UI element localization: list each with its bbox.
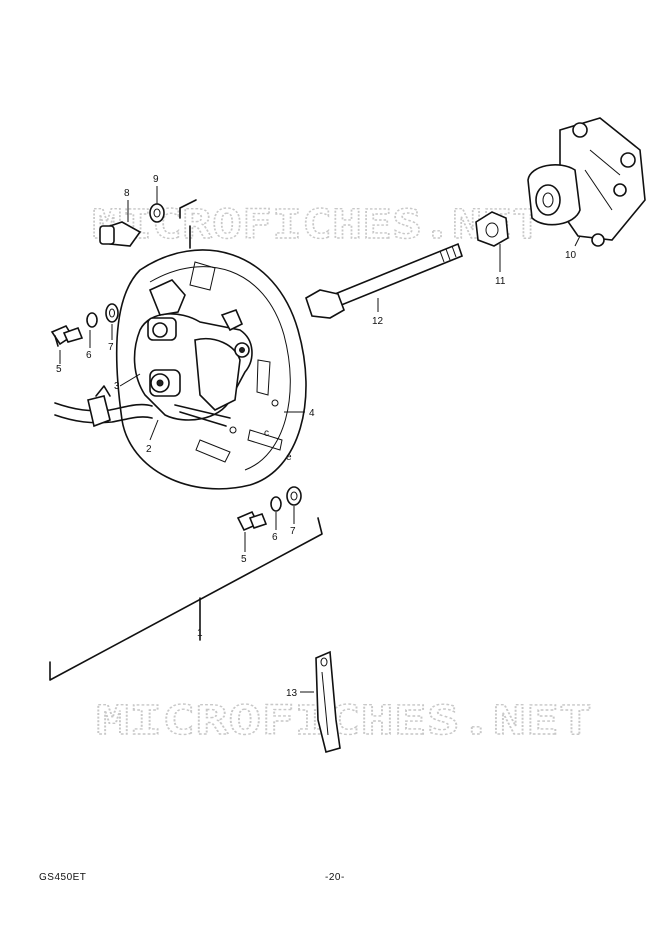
screw-set-left (50, 303, 119, 347)
callout-7-lower: 7 (290, 526, 296, 537)
watermark-bottom: MICROFICHES.NET (96, 698, 592, 744)
long-bolt-12 (305, 242, 463, 319)
callout-3: 3 (114, 381, 120, 392)
callout-8: 8 (124, 188, 130, 199)
part-letter-e: e (286, 452, 292, 463)
callout-1: 1 (197, 628, 203, 639)
callout-5-lower: 5 (241, 554, 247, 565)
hex-nut-11 (475, 211, 509, 247)
callout-2: 2 (146, 444, 152, 455)
callout-9: 9 (153, 174, 159, 185)
watermark-top: MICROFICHES.NET (92, 202, 542, 248)
assembly-bracket (49, 199, 323, 681)
callout-labels: 1 2 3 4 5 6 7 8 9 10 11 12 13 5 6 7 c e (56, 174, 577, 699)
leader-lines (59, 186, 581, 693)
model-code: GS450ET (39, 872, 87, 883)
callout-7-left: 7 (108, 342, 114, 353)
page-number: -20- (325, 872, 345, 883)
screw-set-lower (236, 486, 302, 532)
callout-4: 4 (309, 408, 315, 419)
callout-6-lower: 6 (272, 532, 278, 543)
callout-12: 12 (372, 316, 384, 327)
callout-10: 10 (565, 250, 577, 261)
part-letter-c: c (264, 428, 269, 439)
callout-11: 11 (495, 276, 506, 287)
callout-6-left: 6 (86, 350, 92, 361)
callout-5-left: 5 (56, 364, 62, 375)
breaker-points-assembly (133, 279, 253, 427)
strap-13 (315, 650, 341, 753)
callout-13: 13 (286, 688, 298, 699)
lead-wire (54, 385, 153, 428)
advancer-unit-10 (527, 117, 646, 247)
